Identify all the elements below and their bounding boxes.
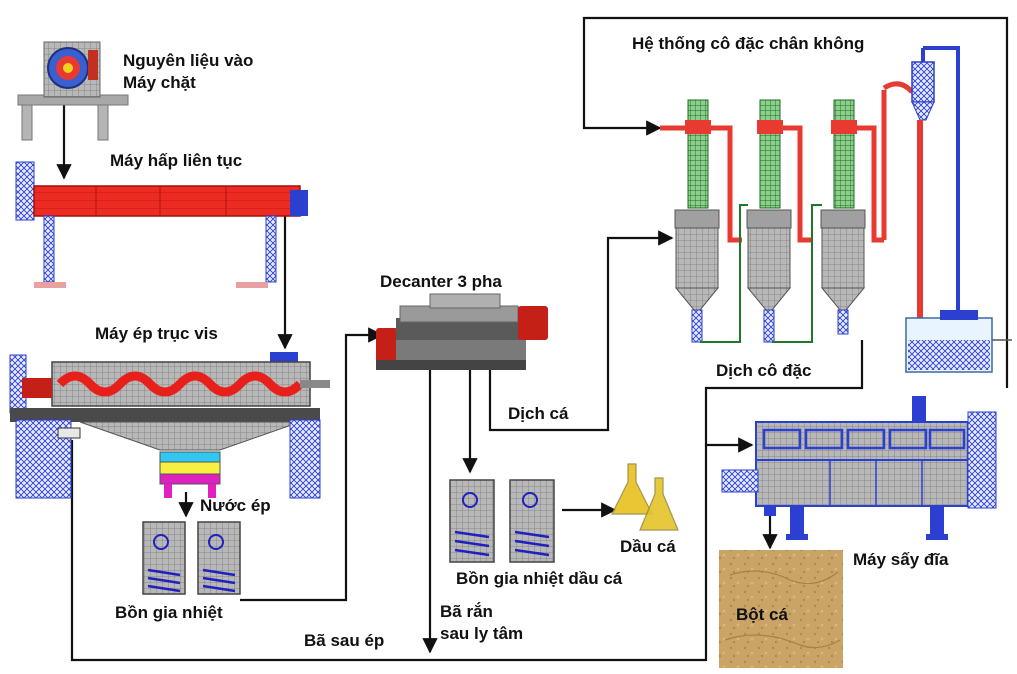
label-press-liquor: Nước ép (200, 496, 271, 515)
evaporator-3 (820, 99, 866, 335)
heating-tank-1 (142, 521, 186, 595)
flow-press-cake (70, 440, 708, 662)
label-raw-material: Nguyên liệu vào Máy chặt (123, 50, 253, 94)
label-heating-tank: Bồn gia nhiệt (115, 603, 223, 622)
label-disc-dryer: Máy sấy đĩa (853, 550, 949, 569)
label-fish-meal: Bột cá (736, 605, 788, 624)
cooker-icon (15, 161, 308, 288)
label-fish-liquid: Dịch cá (508, 404, 569, 423)
label-raw-material-line1: Nguyên liệu vào (123, 51, 254, 70)
oil-tank-icon (449, 479, 555, 563)
oil-tank-1 (449, 479, 495, 563)
label-screw-press: Máy ép trục vis (95, 324, 218, 343)
heating-tank-2 (197, 521, 241, 595)
label-continuous-cooker: Máy hấp liên tục (110, 151, 243, 170)
label-evaporator-system: Hệ thống cô đặc chân không (632, 34, 865, 53)
tank-icon (142, 521, 241, 595)
label-concentrate: Dịch cô đặc (716, 361, 812, 380)
flow-top-loop (582, 16, 1009, 388)
dryer-icon (721, 396, 997, 540)
evaporator-2 (746, 99, 792, 343)
fish-meal-icon (719, 550, 843, 668)
label-press-cake: Bã sau ép (304, 631, 385, 650)
label-raw-material-line2: Máy chặt (123, 73, 196, 92)
condenser-icon (881, 46, 1012, 373)
press-liquor-tank-icon (159, 451, 221, 498)
label-oil-heating-tank: Bồn gia nhiệt dầu cá (456, 569, 623, 588)
oil-tank-2 (509, 479, 555, 563)
label-solids-line2: sau ly tâm (440, 624, 524, 643)
screw-press-icon (9, 352, 330, 499)
decanter-icon (376, 293, 548, 370)
flask-icon (611, 463, 679, 531)
evaporator-1 (674, 99, 720, 343)
flow-lines (56, 16, 1009, 662)
flow-heating-to-decanter (240, 327, 384, 602)
chopper-icon (17, 41, 129, 141)
label-decanter: Decanter 3 pha (380, 272, 502, 291)
flow-fish-liquid-to-evaporator (488, 230, 674, 432)
evaporator-icon (660, 99, 884, 343)
label-solids: Bã rắn sau ly tâm (440, 601, 523, 645)
label-fish-oil: Dầu cá (620, 537, 676, 556)
label-solids-line1: Bã rắn (440, 602, 493, 621)
flow-concentrate-to-dryer (704, 340, 864, 453)
